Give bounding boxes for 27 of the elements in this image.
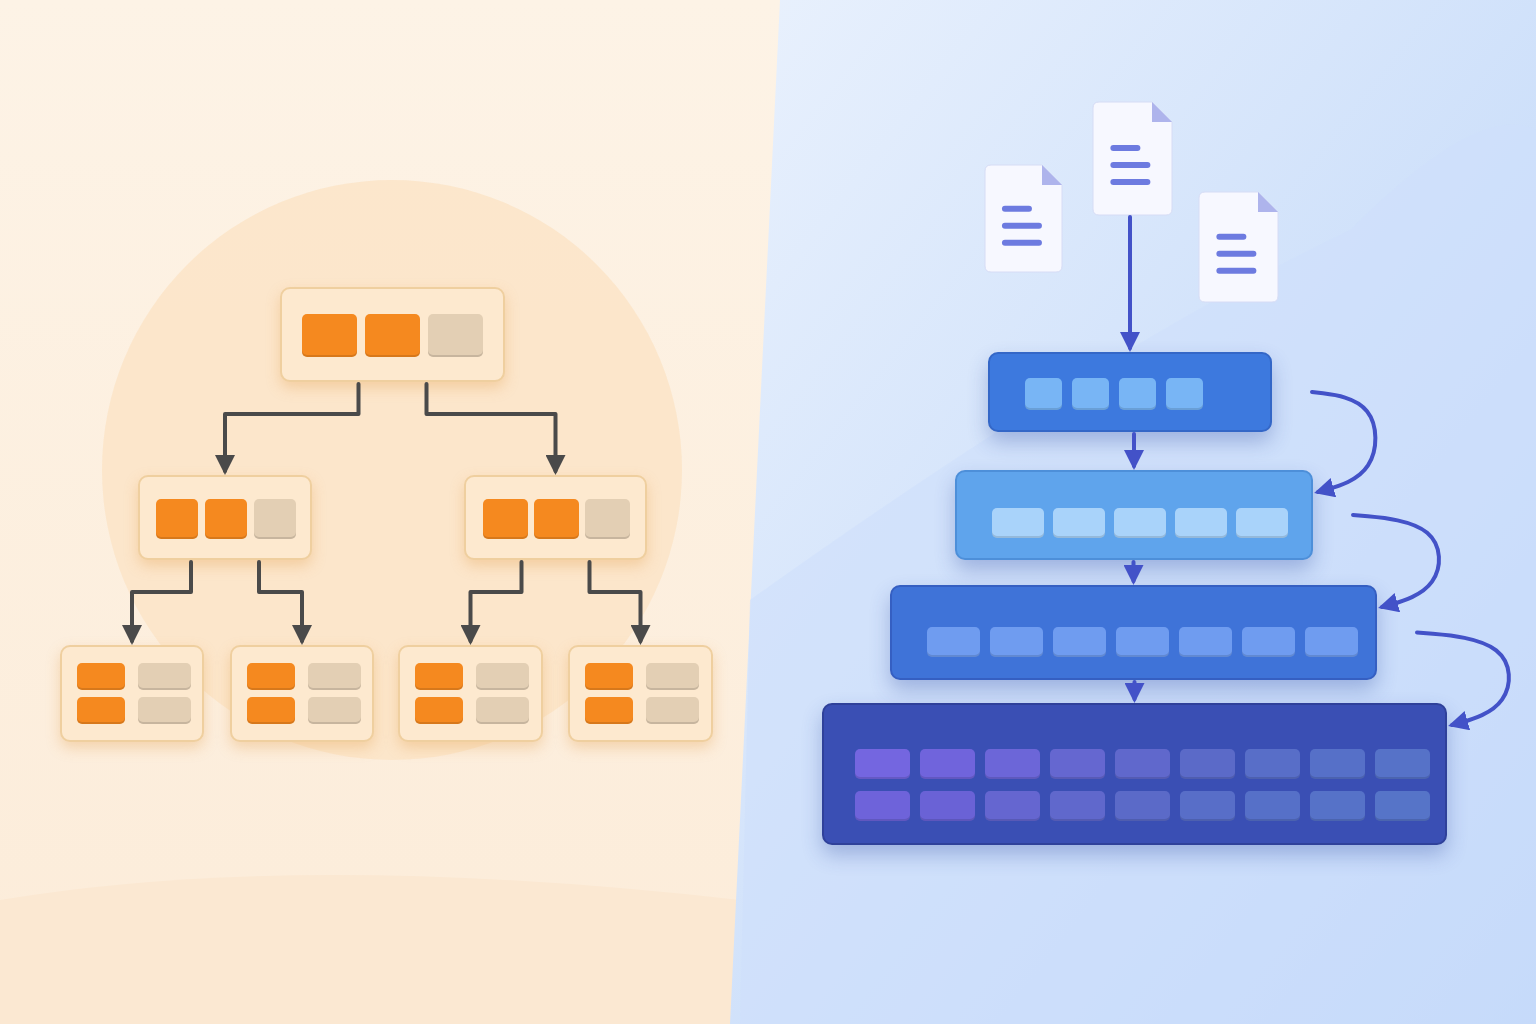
document-icon: [1199, 192, 1278, 302]
tree-node-box: [60, 645, 204, 742]
arrow: [1123, 560, 1144, 585]
arrow: [460, 560, 524, 645]
arrow: [1310, 390, 1378, 498]
arrow: [1415, 630, 1511, 731]
arrow: [424, 382, 566, 475]
level-block: [890, 585, 1377, 680]
arrow: [257, 560, 312, 645]
tree-node-box: [138, 475, 312, 560]
document-icon: [985, 165, 1062, 272]
level-block: [988, 352, 1272, 432]
level-block: [955, 470, 1313, 560]
level-block: [822, 703, 1447, 845]
tree-node-box: [280, 287, 505, 382]
arrow: [1124, 680, 1145, 703]
tree-node-box: [568, 645, 713, 742]
arrow: [215, 382, 361, 475]
document-icon: [1093, 102, 1172, 215]
arrow: [587, 560, 651, 645]
arrow: [1351, 513, 1441, 613]
arrow: [122, 560, 193, 645]
tree-node-box: [398, 645, 543, 742]
tree-node-box: [464, 475, 647, 560]
arrow: [1120, 215, 1140, 352]
tree-node-box: [230, 645, 374, 742]
arrow: [1124, 432, 1144, 470]
